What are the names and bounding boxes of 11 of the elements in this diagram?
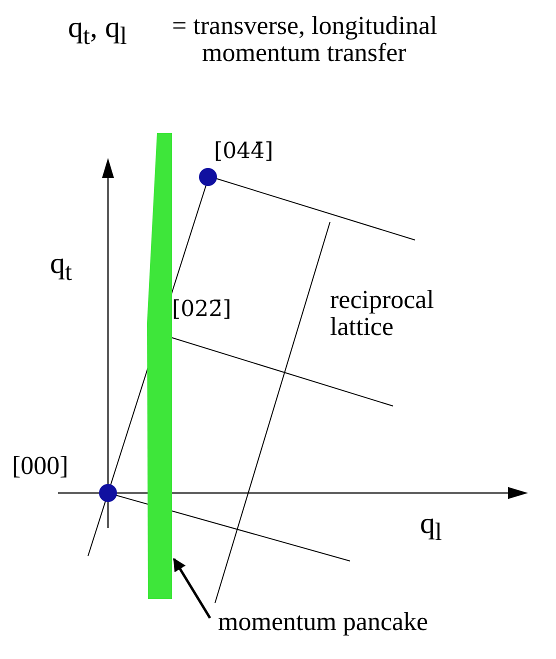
axis-label: q$_{l}$ [420, 508, 443, 546]
momentum-pancake-band [146, 133, 174, 599]
axis-symbols: q$_{t}$, q$_{l}$ [68, 12, 128, 50]
definition-text: = transverse, longitudinal momentum transfer [172, 12, 438, 67]
lattice-point-label: [044̄] [214, 140, 274, 164]
arrow [172, 558, 212, 619]
pancake-label: momentum pancake [218, 608, 430, 636]
lattice-point-label: [000] [12, 452, 70, 480]
axis-label: q$_{t}$ [50, 248, 73, 286]
lattice-point-label: [022̄] [172, 298, 232, 322]
region-label: reciprocal lattice [330, 286, 435, 341]
